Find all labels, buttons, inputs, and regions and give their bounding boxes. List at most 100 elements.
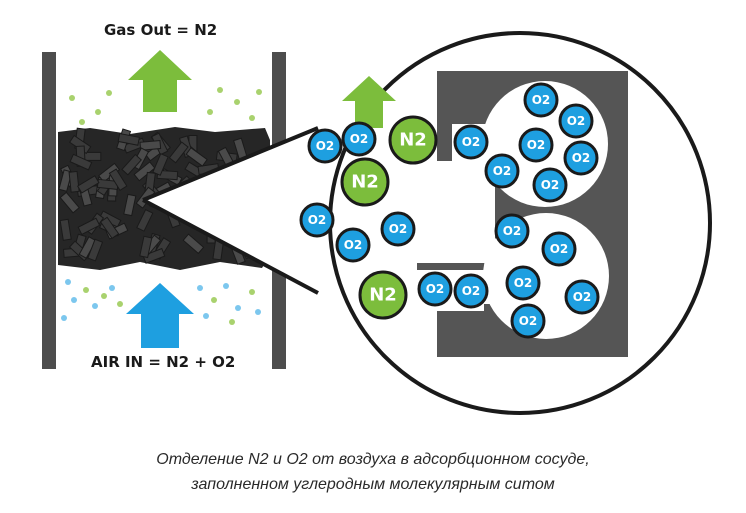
gas-dot bbox=[79, 119, 85, 125]
o2-molecule-circle bbox=[341, 121, 377, 157]
o2-molecule-circle bbox=[484, 153, 520, 189]
o2-molecule: O2 bbox=[510, 303, 546, 339]
gas-dot bbox=[106, 90, 112, 96]
o2-molecule: O2 bbox=[417, 271, 453, 307]
carbon-pellet bbox=[142, 247, 166, 264]
o2-molecule: O2 bbox=[558, 103, 594, 139]
air-dot bbox=[229, 319, 235, 325]
air-dot bbox=[255, 309, 261, 315]
carbon-pellet bbox=[168, 141, 189, 164]
o2-molecule-label: O2 bbox=[389, 222, 408, 236]
carbon-pellet bbox=[69, 153, 93, 171]
o2-molecule-circle bbox=[380, 211, 416, 247]
caption-line-1: Отделение N2 и O2 от воздуха в адсорбцио… bbox=[156, 451, 590, 468]
o2-molecule: O2 bbox=[453, 273, 489, 309]
n2-molecule: N2 bbox=[388, 115, 438, 165]
n2-molecule-circle bbox=[340, 157, 390, 207]
o2-molecule: O2 bbox=[564, 279, 600, 315]
o2-molecule-circle bbox=[523, 82, 559, 118]
o2-molecule-circle bbox=[558, 103, 594, 139]
o2-molecule: O2 bbox=[563, 140, 599, 176]
carbon-pellet bbox=[182, 233, 205, 255]
carbon-pellet bbox=[139, 235, 153, 259]
o2-molecule: O2 bbox=[505, 265, 541, 301]
o2-molecule-circle bbox=[563, 140, 599, 176]
o2-molecule-label: O2 bbox=[527, 138, 546, 152]
carbon-pellet bbox=[185, 147, 208, 167]
air-in-label: AIR IN = N2 + O2 bbox=[91, 353, 236, 371]
n2-molecule-label: N2 bbox=[351, 172, 379, 193]
o2-molecule: O2 bbox=[299, 202, 335, 238]
gas-dot bbox=[207, 109, 213, 115]
gas-dot bbox=[256, 89, 262, 95]
o2-molecule-label: O2 bbox=[316, 139, 335, 153]
air-in-dots bbox=[61, 279, 261, 325]
carbon-pellet bbox=[77, 217, 101, 236]
air-dot bbox=[203, 313, 209, 319]
carbon-pellet bbox=[108, 168, 128, 191]
o2-molecule-label: O2 bbox=[493, 164, 512, 178]
gas-dot bbox=[234, 99, 240, 105]
air-dot bbox=[249, 289, 255, 295]
o2-molecule: O2 bbox=[518, 127, 554, 163]
gas-out-dots bbox=[69, 87, 262, 125]
o2-molecule-label: O2 bbox=[462, 284, 481, 298]
carbon-pellet bbox=[59, 191, 80, 214]
o2-molecule-circle bbox=[564, 279, 600, 315]
n2-molecule: N2 bbox=[340, 157, 390, 207]
air-dot bbox=[235, 305, 241, 311]
o2-molecule-circle bbox=[494, 213, 530, 249]
o2-molecule-circle bbox=[532, 167, 568, 203]
air-dot bbox=[71, 297, 77, 303]
o2-molecule-label: O2 bbox=[519, 314, 538, 328]
o2-molecule-label: O2 bbox=[426, 282, 445, 296]
o2-molecule-label: O2 bbox=[573, 290, 592, 304]
o2-molecule: O2 bbox=[484, 153, 520, 189]
o2-molecule-circle bbox=[541, 231, 577, 267]
o2-molecule: O2 bbox=[453, 124, 489, 160]
n2-exit-arrow bbox=[342, 76, 396, 128]
gas-out-arrow bbox=[128, 50, 192, 112]
o2-molecule-label: O2 bbox=[350, 132, 369, 146]
o2-molecule-label: O2 bbox=[541, 178, 560, 192]
magnifier-wedge bbox=[143, 128, 318, 293]
o2-molecule-circle bbox=[453, 273, 489, 309]
air-dot bbox=[65, 279, 71, 285]
carbon-pellet bbox=[121, 153, 142, 176]
o2-molecule-circle bbox=[505, 265, 541, 301]
o2-molecule-label: O2 bbox=[503, 224, 522, 238]
n2-molecule-label: N2 bbox=[399, 130, 427, 151]
o2-molecule: O2 bbox=[380, 211, 416, 247]
air-dot bbox=[92, 303, 98, 309]
carbon-pellet bbox=[99, 216, 120, 239]
air-in-arrow bbox=[126, 283, 194, 348]
air-dot bbox=[61, 315, 67, 321]
o2-molecule: O2 bbox=[341, 121, 377, 157]
air-dot bbox=[211, 297, 217, 303]
air-dot bbox=[223, 283, 229, 289]
vessel-left-wall bbox=[42, 52, 56, 369]
n2-molecule-circle bbox=[358, 270, 408, 320]
n2-molecule: N2 bbox=[358, 270, 408, 320]
o2-molecule-label: O2 bbox=[532, 93, 551, 107]
o2-molecule-circle bbox=[307, 128, 343, 164]
gas-dot bbox=[249, 115, 255, 121]
o2-molecule-label: O2 bbox=[550, 242, 569, 256]
carbon-pellet bbox=[139, 140, 162, 151]
gas-dot bbox=[217, 87, 223, 93]
n2-molecule-circle bbox=[388, 115, 438, 165]
carbon-pellet bbox=[136, 208, 154, 232]
o2-molecule-circle bbox=[518, 127, 554, 163]
o2-molecule-label: O2 bbox=[567, 114, 586, 128]
o2-molecule: O2 bbox=[307, 128, 343, 164]
carbon-pellet bbox=[123, 193, 137, 217]
o2-molecule: O2 bbox=[494, 213, 530, 249]
air-dot bbox=[117, 301, 123, 307]
o2-molecule-label: O2 bbox=[572, 151, 591, 165]
air-dot bbox=[109, 285, 115, 291]
o2-molecule: O2 bbox=[523, 82, 559, 118]
o2-molecule: O2 bbox=[541, 231, 577, 267]
o2-molecule-label: O2 bbox=[308, 213, 327, 227]
